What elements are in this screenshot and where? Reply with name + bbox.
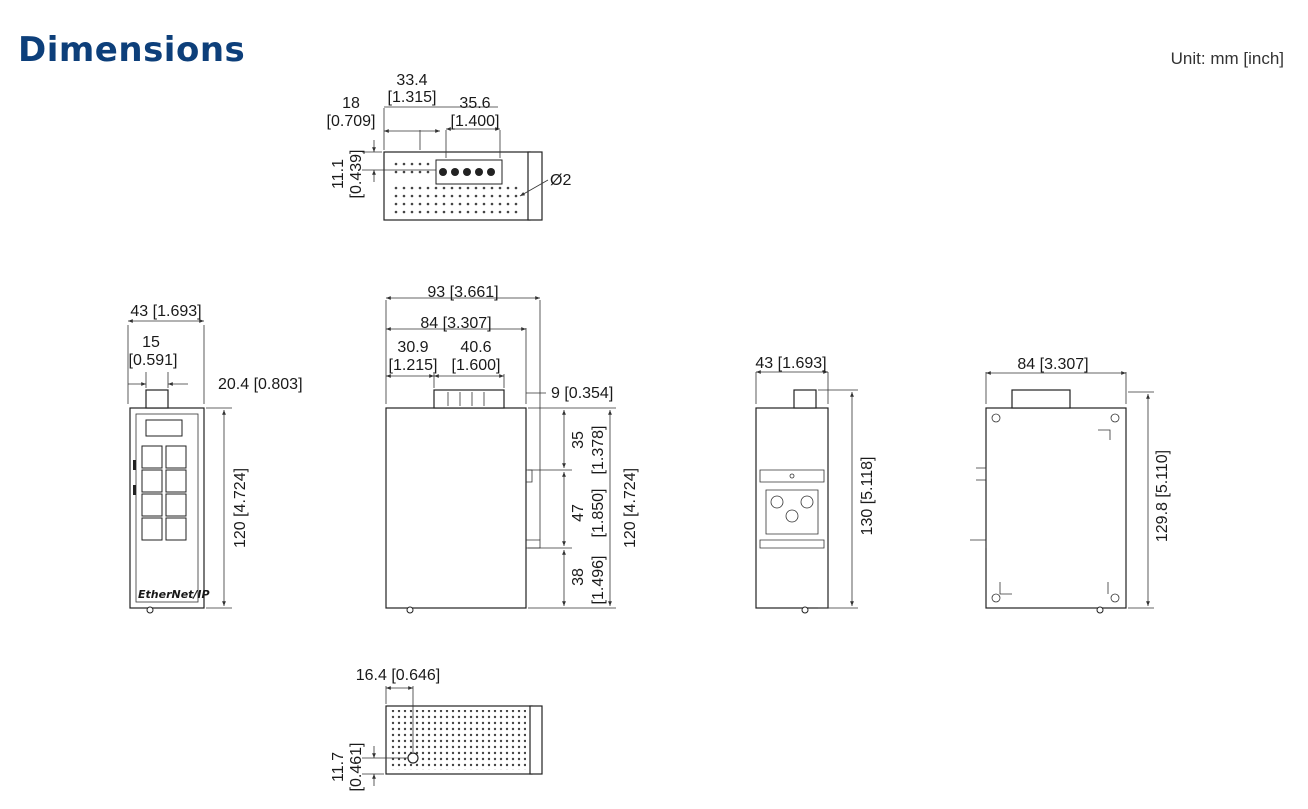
terminal-screws [439,168,495,176]
dim-40-6-inch: [1.600] [452,357,501,374]
dim-11-7-inch: [0.461] [348,743,365,792]
front-view-panel [135,413,199,603]
din-clip [526,469,541,549]
dim-35-inch: [1.378] [590,426,607,475]
right-view-body [985,407,1127,609]
dim-15-inch: [0.591] [129,352,178,369]
side-height: 120 [4.724] [622,468,639,548]
dim-11-1-inch: [0.439] [348,150,365,199]
dim-35-6: 35.6 [459,95,490,112]
side-terminal [433,389,505,409]
dim-20-4: 20.4 [0.803] [218,376,303,393]
right-width: 84 [3.307] [1017,356,1088,373]
dim-30-9-inch: [1.215] [389,357,438,374]
dim-38-inch: [1.496] [590,556,607,605]
front-width: 43 [1.693] [130,303,201,320]
dim-40-6: 40.6 [460,339,491,356]
dim-33-4: 33.4 [396,72,427,89]
ethernet-ports [141,445,187,541]
ethernet-ip-logo: EtherNet/IP [138,588,210,601]
top-vent-upper [390,158,434,178]
dim-15: 15 [142,334,160,351]
dim-35-6-inch: [1.400] [451,113,500,130]
rear-height: 130 [5.118] [859,457,876,536]
rear-terminal [793,389,817,409]
hole-diameter: Ø2 [550,172,571,189]
unit-label: Unit: mm [inch] [1170,49,1284,68]
dim-35: 35 [570,431,587,449]
page-title: Dimensions [18,30,246,70]
bottom-view: 16.4 [0.646] 11.7 [0.461] [330,667,543,792]
front-label-strip [145,419,183,437]
front-view: EtherNet/IP 43 [1.693] 15 [0.591] 20.4 [… [127,303,303,614]
dim-47: 47 [570,504,587,522]
side-view-body [385,407,527,609]
dim-11-7: 11.7 [330,752,347,782]
right-din-clip [970,467,987,548]
top-vent-lower [390,182,522,216]
dim-18-inch: [0.709] [327,113,376,130]
side-width-84: 84 [3.307] [420,315,491,332]
rear-clip-plate [765,489,819,535]
right-height: 129.8 [5.110] [1154,450,1171,542]
top-view: 33.4 [1.315] 18 [0.709] 35.6 [1.400] 11.… [327,72,571,221]
bottom-view-flange [529,705,543,775]
dim-18: 18 [342,95,360,112]
front-height: 120 [4.724] [232,468,249,548]
right-terminal [1011,389,1071,409]
top-view-flange [527,151,543,221]
dim-16-4: 16.4 [0.646] [356,667,441,684]
side-width-93: 93 [3.661] [427,284,498,301]
rear-rail-bottom [759,539,825,549]
dim-38: 38 [570,568,587,586]
dim-11-1: 11.1 [330,159,347,189]
rear-view-body [755,407,829,609]
bottom-screw-hole [407,752,419,764]
side-terminal-pins [447,392,485,406]
dim-47-inch: [1.850] [590,489,607,538]
dim-30-9: 30.9 [397,339,428,356]
right-view: 84 [3.307] 129.8 [5.110] [970,356,1171,614]
dim-33-4-inch: [1.315] [388,89,437,106]
rear-rail-top [759,469,825,483]
rear-view: 43 [1.693] 130 [5.118] [755,355,876,614]
front-terminal-plug [145,389,169,409]
right-corner-marks [999,429,1111,595]
rear-width: 43 [1.693] [755,355,826,372]
dim-9: 9 [0.354] [551,385,613,402]
side-view: 93 [3.661] 84 [3.307] 30.9 [1.215] 40.6 … [385,284,639,614]
